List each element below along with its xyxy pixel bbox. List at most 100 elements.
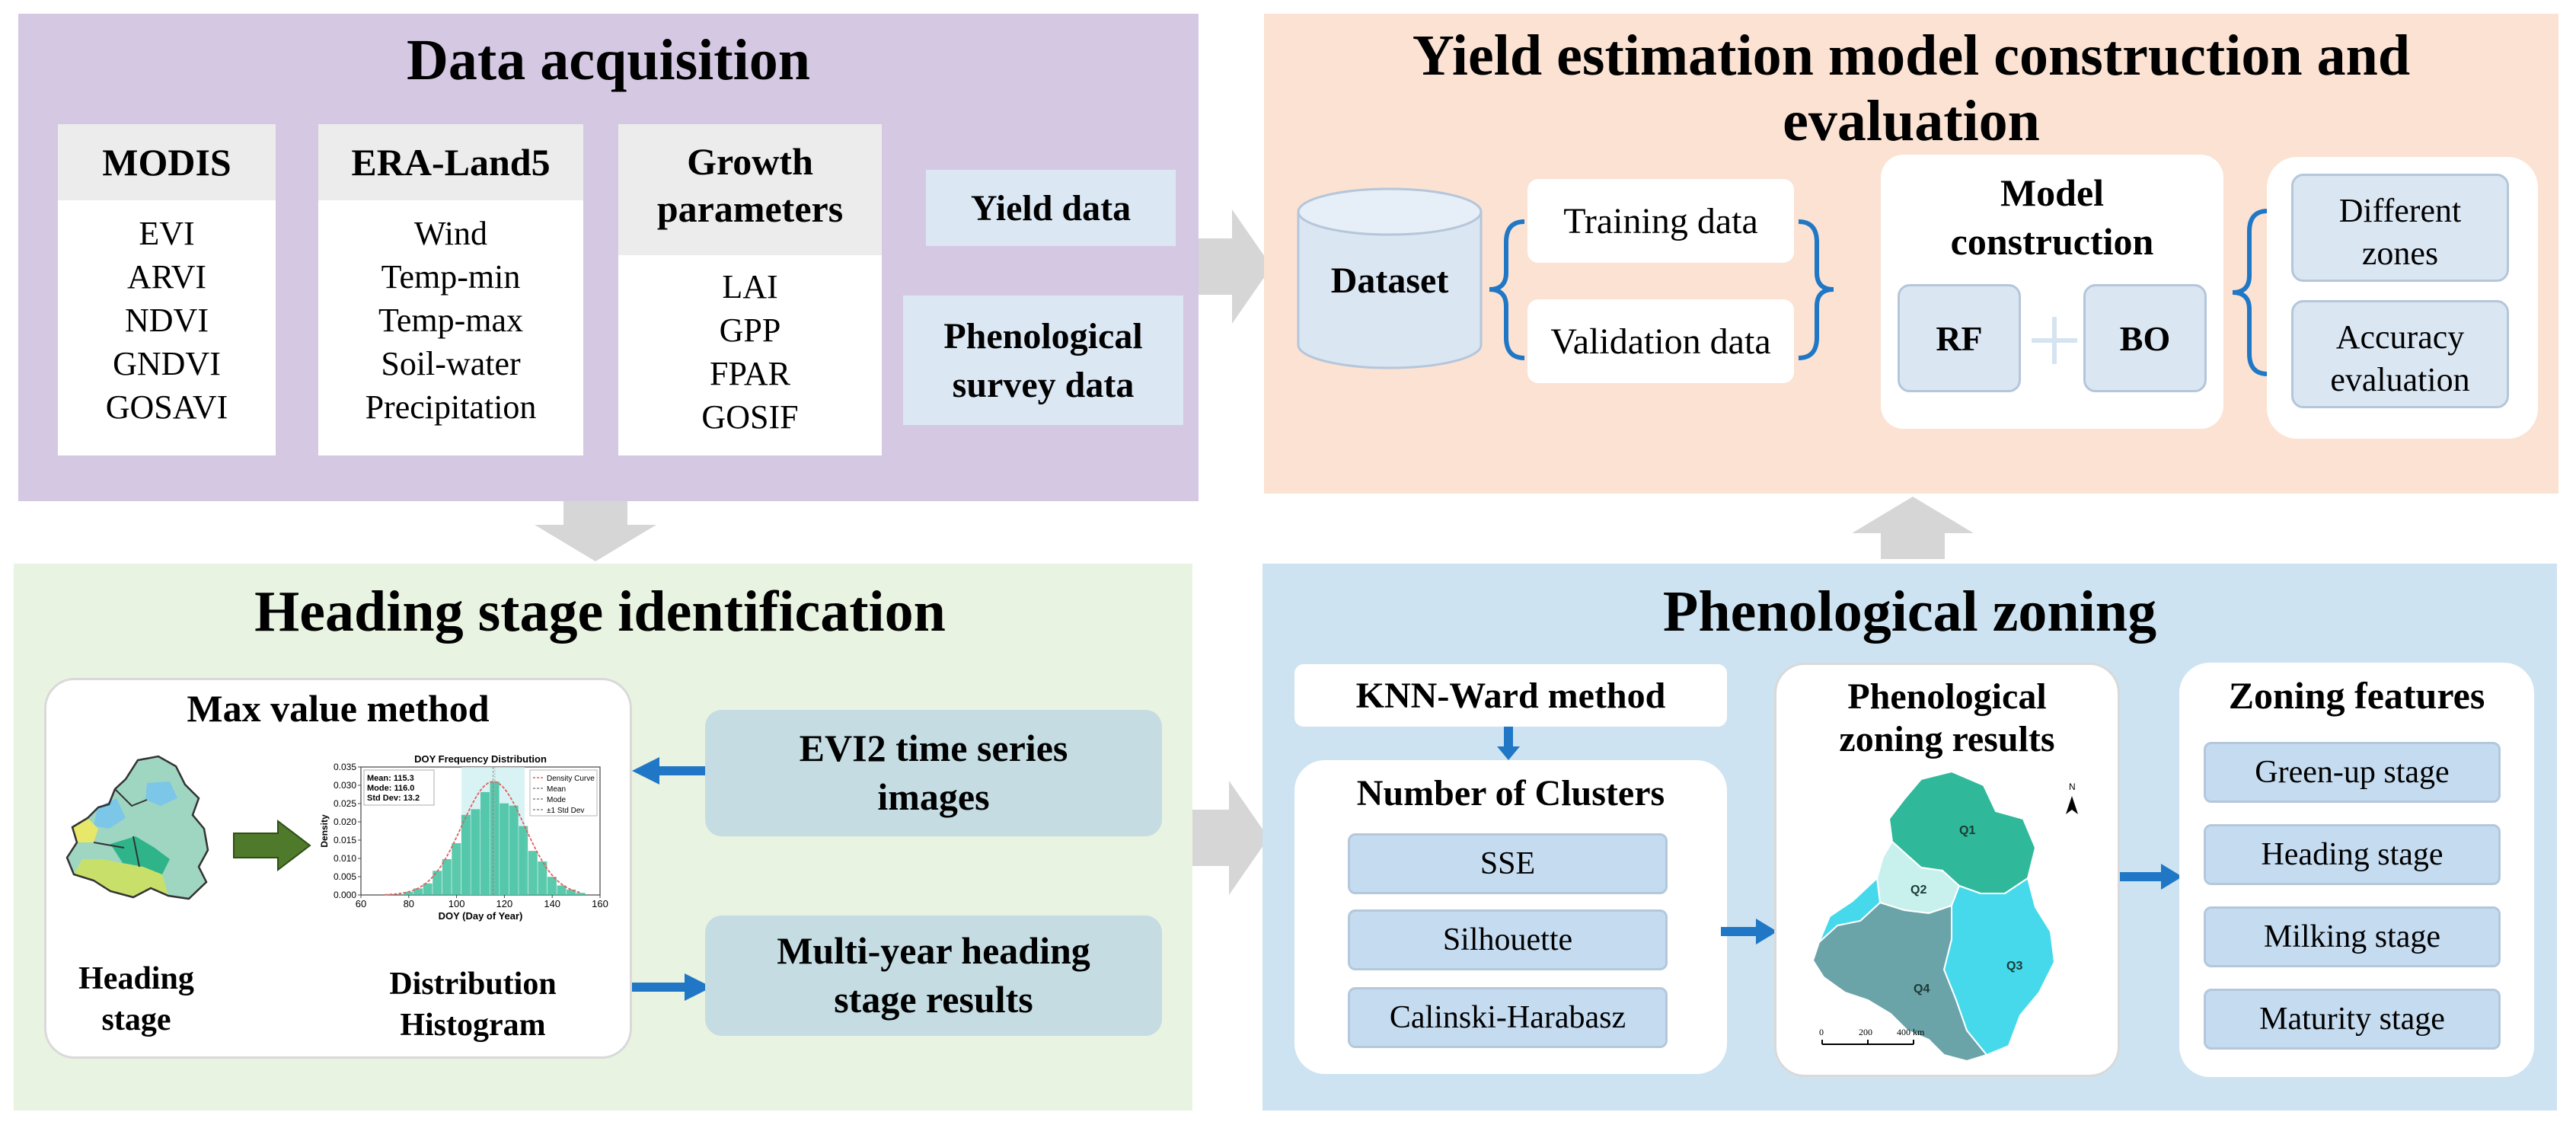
growth-header-line1: Growth [687, 140, 813, 183]
chart-bar [452, 843, 461, 895]
chart-legend-label: Mean [547, 785, 566, 794]
feature-heading: Heading stage [2204, 824, 2501, 885]
chart-y-tick-label: 0.030 [334, 780, 356, 791]
list-item: Precipitation [365, 388, 537, 426]
feature-milking: Milking stage [2204, 906, 2501, 967]
chart-bar [404, 891, 413, 895]
survey-line2: survey data [952, 365, 1135, 405]
era-list: Wind Temp-min Temp-max Soil-water Precip… [318, 212, 583, 429]
zone-label-q2: Q2 [1910, 884, 1926, 896]
scale-200: 200 [1859, 1027, 1872, 1037]
blue-arrow-left-icon [632, 757, 712, 785]
chart-y-tick-label: 0.000 [334, 890, 356, 900]
chart-bar [538, 861, 547, 895]
yield-model-title-line2: evaluation [1783, 89, 2040, 153]
knn-ward-box: KNN-Ward method [1294, 664, 1727, 727]
yield-model-panel: Yield estimation model construction and … [1264, 14, 2558, 494]
chart-bar [557, 885, 567, 895]
chart-stat-label: Mode: 116.0 [367, 784, 414, 793]
chart-bar [519, 826, 528, 895]
arrow-zoning-to-model-icon [1852, 497, 1974, 559]
feature-maturity: Maturity stage [2204, 989, 2501, 1050]
chart-x-tick-label: 120 [496, 898, 513, 909]
zoning-map: Q1 Q2 Q3 Q4 N 0 200 400 km [1811, 770, 2078, 1063]
clusters-to-results-arrow-icon [1721, 919, 1777, 944]
list-item: ARVI [126, 258, 207, 296]
chart-legend-label: Mode [547, 796, 566, 804]
chart-x-tick-label: 160 [592, 898, 608, 909]
arrow-acquisition-to-model-icon [1195, 209, 1272, 324]
heading-stage-title: Heading stage identification [254, 580, 946, 644]
chart-bar [576, 893, 586, 895]
number-of-clusters-box: Number of Clusters SSE Silhouette Calins… [1294, 760, 1727, 1074]
results-line2: zoning results [1839, 719, 2055, 759]
list-item: Soil-water [381, 345, 521, 382]
multi-year-results-box: Multi-year heading stage results [705, 916, 1162, 1036]
list-item: NDVI [125, 302, 209, 339]
chart-bar [423, 883, 433, 895]
evi2-line1: EVI2 time series [799, 727, 1068, 769]
chart-y-tick-label: 0.035 [334, 762, 356, 772]
list-item: GOSAVI [105, 388, 228, 426]
plus-icon [2032, 317, 2077, 364]
multi-line2: stage results [834, 978, 1033, 1021]
chart-x-tick-label: 80 [404, 898, 414, 909]
list-item: LAI [722, 268, 778, 305]
chart-bar [461, 814, 471, 895]
zoning-features-box: Zoning features Green-up stage Heading s… [2179, 663, 2534, 1077]
modis-header: MODIS [58, 124, 276, 200]
different-zones-box: Different zones [2291, 174, 2509, 282]
chart-bar [567, 889, 576, 895]
distribution-histogram-caption: Distribution Histogram [366, 964, 579, 1046]
training-data-box: Training data [1527, 179, 1794, 263]
zones-line1: Different [2338, 192, 2462, 229]
zoning-results-box: Phenological zoning results Q1 Q2 Q3 Q4 … [1774, 663, 2120, 1077]
chart-bar [528, 851, 538, 895]
results-to-features-arrow-icon [2120, 864, 2182, 890]
heading-caption-line1: Heading [78, 961, 194, 996]
accuracy-evaluation-box: Accuracy evaluation [2291, 300, 2509, 408]
arrow-acquisition-to-heading-icon [535, 499, 656, 561]
evi2-time-series-box: EVI2 time series images [705, 710, 1162, 836]
chart-bar [509, 805, 519, 895]
phenological-survey-box: Phenological survey data [903, 296, 1183, 425]
heading-stage-map [65, 755, 209, 900]
chart-y-tick-label: 0.020 [334, 817, 356, 827]
brace-left-icon [1489, 219, 1525, 360]
growth-card: Growth parameters LAI GPP FPAR GOSIF [618, 124, 882, 455]
data-acquisition-panel: Data acquisition MODIS EVI ARVI NDVI GND… [18, 14, 1199, 501]
chart-x-tick-label: 60 [356, 898, 366, 909]
list-item: GNDVI [113, 345, 221, 382]
list-item: EVI [139, 215, 195, 252]
growth-list: LAI GPP FPAR GOSIF [618, 265, 882, 439]
north-label: N [2069, 781, 2076, 792]
blue-arrow-right-icon [632, 973, 712, 1001]
zone-label-q4: Q4 [1914, 983, 1930, 996]
chart-bar [433, 871, 442, 895]
heading-stage-panel: Heading stage identification Max value m… [14, 564, 1192, 1111]
chart-stat-label: Std Dev: 13.2 [367, 794, 420, 803]
bo-box: BO [2083, 284, 2207, 392]
growth-header: Growth parameters [618, 124, 882, 255]
list-item: GPP [719, 312, 781, 349]
growth-header-line2: parameters [656, 187, 844, 230]
list-item: FPAR [709, 355, 791, 392]
max-value-method-title: Max value method [187, 687, 490, 730]
zoning-features-title: Zoning features [2228, 674, 2485, 717]
era-header: ERA-Land5 [318, 124, 583, 200]
hist-caption-line2: Histogram [400, 1008, 546, 1043]
heading-caption-line2: stage [101, 1002, 171, 1037]
green-arrow-icon [233, 819, 311, 872]
brace-right-icon [1798, 219, 1834, 360]
metric-calinski-harabasz: Calinski-Harabasz [1348, 987, 1668, 1048]
number-of-clusters-title: Number of Clusters [1356, 773, 1665, 813]
list-item: Temp-min [381, 258, 521, 296]
list-item: Temp-max [378, 302, 523, 339]
era-card: ERA-Land5 Wind Temp-min Temp-max Soil-wa… [318, 124, 583, 455]
data-acquisition-title: Data acquisition [407, 28, 810, 92]
chart-legend-label: ±1 Std Dev [547, 807, 584, 815]
model-construction-label: Model construction [1881, 168, 2223, 266]
results-line1: Phenological [1847, 676, 2047, 717]
